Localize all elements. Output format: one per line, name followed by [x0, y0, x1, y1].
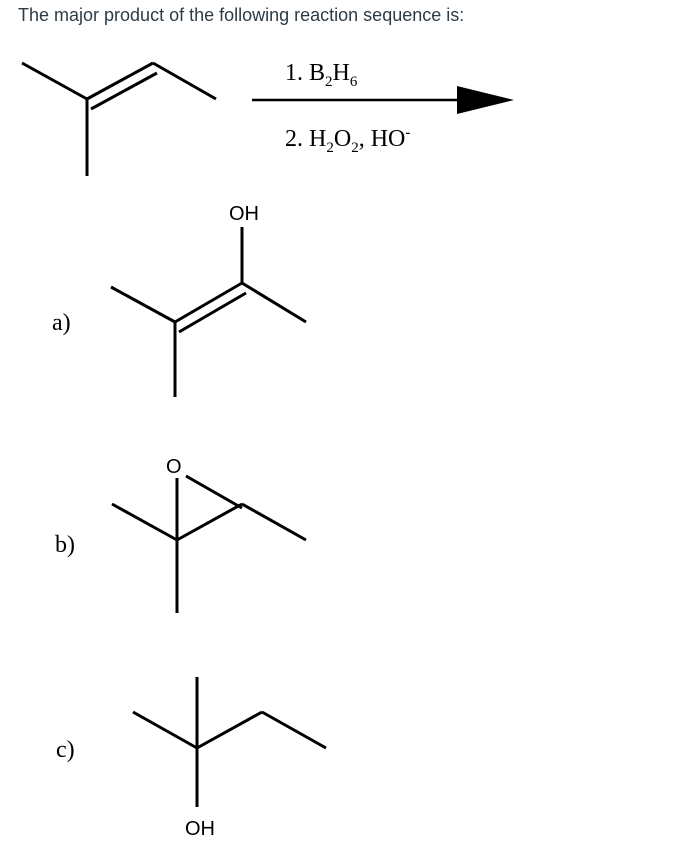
starting-alkene-structure: [21, 61, 217, 176]
option-a-letter: a): [52, 310, 71, 336]
option-b-structure: O: [111, 456, 307, 613]
reaction-arrow: [252, 86, 514, 114]
option-c-structure: OH: [132, 677, 327, 840]
option-c-oh-label: OH: [185, 818, 215, 840]
option-a-structure: OH: [110, 203, 307, 397]
option-b-o-label: O: [166, 456, 182, 478]
option-c-letter: c): [56, 737, 75, 763]
reagent-step1: 1. B2H6: [285, 60, 358, 90]
question-text: The major product of the following react…: [18, 5, 465, 25]
option-b-letter: b): [55, 532, 75, 558]
option-a-oh-label: OH: [229, 203, 259, 225]
reagent-step2: 2. H2O2, HO-: [285, 125, 410, 156]
